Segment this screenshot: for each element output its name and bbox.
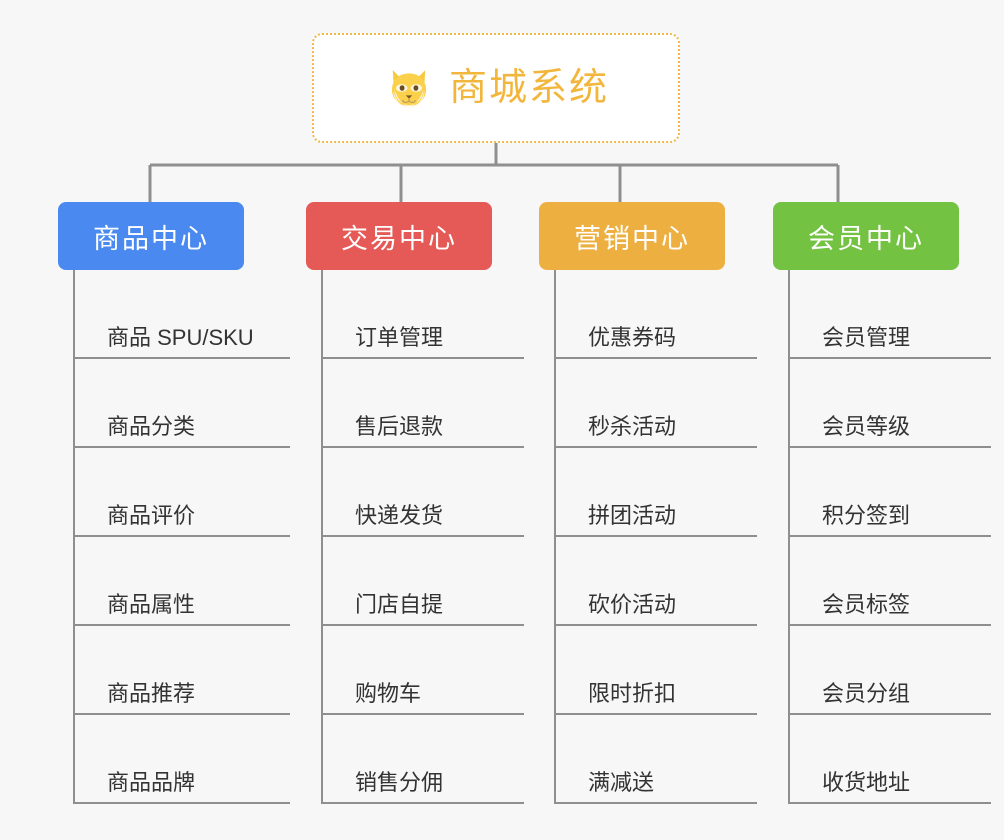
- leaf-item[interactable]: 限时折扣: [556, 626, 757, 715]
- leaf-label: 商品分类: [107, 414, 196, 439]
- leaf-label: 满减送: [588, 770, 655, 795]
- leaf-label: 积分签到: [822, 503, 911, 528]
- branch-column-trade: 交易中心 订单管理 售后退款 快递发货 门店自提 购物车: [306, 202, 524, 804]
- leaf-label: 商品评价: [107, 503, 196, 528]
- leaf-item[interactable]: 商品属性: [75, 537, 290, 626]
- leaf-item[interactable]: 商品评价: [75, 448, 290, 537]
- leaf-item[interactable]: 拼团活动: [556, 448, 757, 537]
- root-title: 商城系统: [448, 67, 609, 109]
- root-node[interactable]: 商城系统: [312, 33, 680, 143]
- leaf-label: 会员管理: [822, 325, 911, 350]
- leaf-list-member: 会员管理 会员等级 积分签到 会员标签 会员分组 收货地址: [788, 270, 991, 804]
- leaf-list-marketing: 优惠券码 秒杀活动 拼团活动 砍价活动 限时折扣 满减送: [554, 270, 757, 804]
- leaf-label: 快递发货: [355, 503, 444, 528]
- leaf-item[interactable]: 秒杀活动: [556, 359, 757, 448]
- branch-head-label: 交易中心: [341, 223, 457, 254]
- leaf-item[interactable]: 商品 SPU/SKU: [75, 270, 290, 359]
- leaf-item[interactable]: 会员分组: [790, 626, 991, 715]
- leaf-item[interactable]: 商品推荐: [75, 626, 290, 715]
- leaf-label: 售后退款: [355, 414, 444, 439]
- branch-columns: 商品中心 商品 SPU/SKU 商品分类 商品评价 商品属性 商品推荐: [0, 202, 1004, 804]
- leaf-item[interactable]: 收货地址: [790, 715, 991, 804]
- leaf-label: 会员标签: [822, 592, 911, 617]
- leaf-item[interactable]: 优惠券码: [556, 270, 757, 359]
- leaf-item[interactable]: 会员管理: [790, 270, 991, 359]
- leaf-item[interactable]: 商品分类: [75, 359, 290, 448]
- leaf-item[interactable]: 快递发货: [323, 448, 524, 537]
- leaf-item[interactable]: 商品品牌: [75, 715, 290, 804]
- leaf-label: 门店自提: [355, 592, 444, 617]
- leaf-list-product: 商品 SPU/SKU 商品分类 商品评价 商品属性 商品推荐 商品品牌: [73, 270, 290, 804]
- leaf-label: 砍价活动: [588, 592, 677, 617]
- leaf-item[interactable]: 订单管理: [323, 270, 524, 359]
- branch-head-product[interactable]: 商品中心: [58, 202, 244, 270]
- leaf-label: 优惠券码: [588, 325, 677, 350]
- branch-head-marketing[interactable]: 营销中心: [539, 202, 725, 270]
- leaf-label: 收货地址: [822, 770, 911, 795]
- branch-column-product: 商品中心 商品 SPU/SKU 商品分类 商品评价 商品属性 商品推荐: [58, 202, 290, 804]
- leaf-item[interactable]: 会员等级: [790, 359, 991, 448]
- leaf-label: 商品 SPU/SKU: [107, 325, 254, 350]
- leaf-label: 秒杀活动: [588, 414, 677, 439]
- leaf-item[interactable]: 积分签到: [790, 448, 991, 537]
- branch-head-member[interactable]: 会员中心: [773, 202, 959, 270]
- leaf-label: 订单管理: [355, 325, 444, 350]
- shiba-dog-face-icon: [391, 70, 427, 108]
- leaf-item[interactable]: 购物车: [323, 626, 524, 715]
- leaf-label: 商品属性: [107, 592, 196, 617]
- leaf-item[interactable]: 售后退款: [323, 359, 524, 448]
- leaf-label: 商品推荐: [107, 681, 196, 706]
- leaf-item[interactable]: 销售分佣: [323, 715, 524, 804]
- branch-head-label: 会员中心: [808, 223, 924, 254]
- leaf-item[interactable]: 会员标签: [790, 537, 991, 626]
- branch-column-member: 会员中心 会员管理 会员等级 积分签到 会员标签 会员分组: [773, 202, 991, 804]
- leaf-label: 限时折扣: [588, 681, 677, 706]
- leaf-label: 商品品牌: [107, 770, 196, 795]
- branch-head-label: 营销中心: [574, 223, 690, 254]
- branch-column-marketing: 营销中心 优惠券码 秒杀活动 拼团活动 砍价活动 限时折扣: [539, 202, 757, 804]
- leaf-list-trade: 订单管理 售后退款 快递发货 门店自提 购物车 销售分佣: [321, 270, 524, 804]
- leaf-label: 会员分组: [822, 681, 911, 706]
- leaf-item[interactable]: 砍价活动: [556, 537, 757, 626]
- branch-head-trade[interactable]: 交易中心: [306, 202, 492, 270]
- leaf-label: 销售分佣: [355, 770, 444, 795]
- leaf-item[interactable]: 满减送: [556, 715, 757, 804]
- leaf-label: 会员等级: [822, 414, 911, 439]
- branch-head-label: 商品中心: [93, 223, 209, 254]
- leaf-label: 拼团活动: [588, 503, 677, 528]
- leaf-item[interactable]: 门店自提: [323, 537, 524, 626]
- leaf-label: 购物车: [355, 681, 422, 706]
